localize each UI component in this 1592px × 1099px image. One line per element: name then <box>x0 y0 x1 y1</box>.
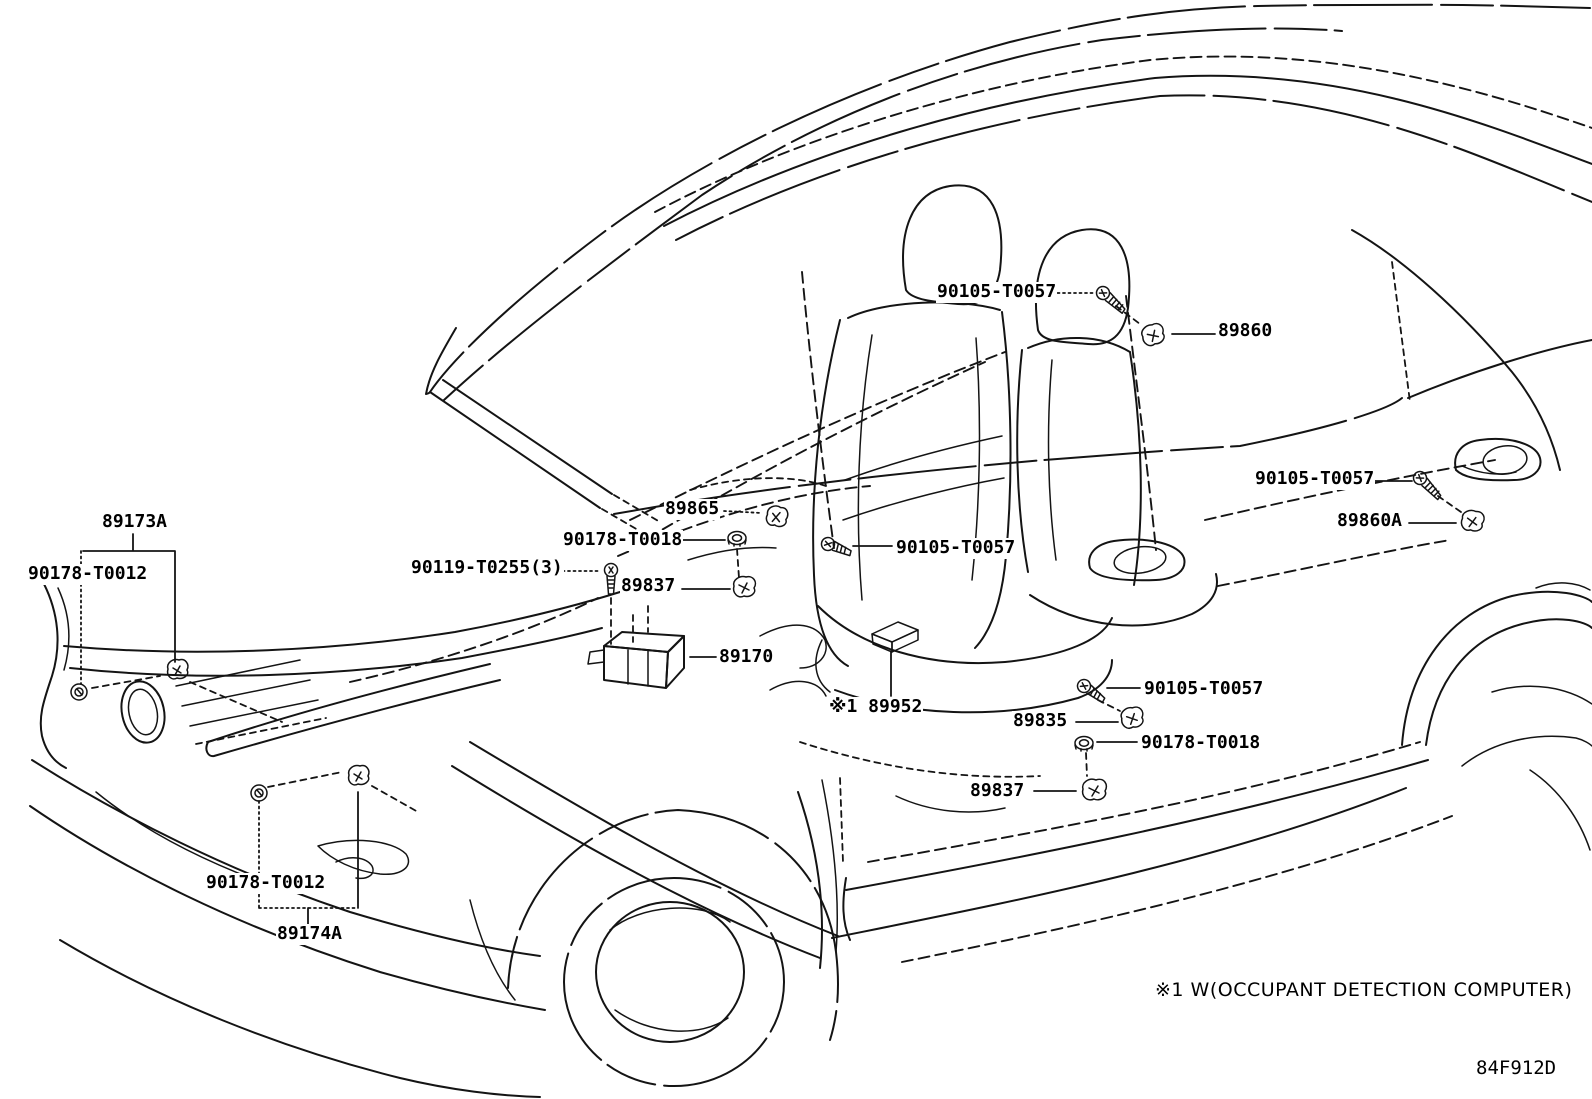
part-label-90178-t0018-rocker: 90178-T0018 <box>1140 732 1262 754</box>
belt-line <box>613 397 1403 515</box>
c-pillar <box>1351 229 1561 471</box>
part-label-89837-front: 89837 <box>620 575 677 597</box>
seat-rail <box>799 741 1041 778</box>
sensor-icon-89835 <box>1120 706 1144 729</box>
part-label-89865: 89865 <box>664 498 721 520</box>
front-rim <box>595 901 745 1043</box>
part-icons <box>70 285 1485 802</box>
headlight-lower <box>205 679 501 758</box>
part-label-89170: 89170 <box>718 646 775 668</box>
hood-edge-1 <box>63 591 621 653</box>
part-label-90105-t0057-rear-door: 90105-T0057 <box>1254 468 1376 490</box>
part-label-90178-t0012-front: 90178-T0012 <box>27 563 149 585</box>
drawing-code: 84F912D <box>1476 1057 1557 1079</box>
clip-icon-front-upper <box>70 683 88 701</box>
leader-lines <box>80 292 1462 925</box>
sensor-icon-89860 <box>1141 322 1165 347</box>
clip-icon-front-lower <box>250 784 268 802</box>
fender-edge <box>39 583 67 769</box>
sensor-icon-89860a <box>1460 509 1485 532</box>
part-label-90105-t0057-roof: 90105-T0057 <box>936 281 1058 303</box>
occupant-computer-icon-89952 <box>871 621 919 653</box>
rear-seat <box>1016 228 1218 627</box>
screw-icon-pillar-lower <box>1076 678 1106 704</box>
sensor-icon-89173a <box>166 658 189 680</box>
part-label-89860: 89860 <box>1217 320 1274 342</box>
roof-rail-3 <box>675 94 1592 241</box>
roof-inner-line <box>443 27 1343 401</box>
part-label-90105-t0057-pillar: 90105-T0057 <box>1143 678 1265 700</box>
front-tire <box>563 877 785 1087</box>
b-pillar <box>1125 295 1157 551</box>
sensor-icon-89837-rocker <box>1081 778 1108 801</box>
rear-door-handle <box>1454 438 1542 482</box>
part-label-89173a: 89173A <box>101 511 169 533</box>
screw-icon-roof <box>1095 285 1126 314</box>
footnote: ※1 W(OCCUPANT DETECTION COMPUTER) <box>1155 979 1573 1001</box>
bumper-bottom <box>59 939 541 1098</box>
fender-liner <box>797 791 823 969</box>
screw-icon-seat <box>820 536 852 557</box>
part-label-90105-t0057-seat: 90105-T0057 <box>895 537 1017 559</box>
toyota-emblem <box>120 680 166 744</box>
part-label-90178-t0012-lower: 90178-T0012 <box>205 872 327 894</box>
screw-icon-rear-door <box>1412 470 1442 501</box>
rear-wheel-arch <box>1401 590 1592 746</box>
sensor-icon-89174a <box>347 764 370 786</box>
front-seat <box>812 184 1113 714</box>
rocker-panel <box>831 741 1453 963</box>
part-label-89860a: 89860A <box>1336 510 1404 532</box>
front-door-edge <box>801 271 835 549</box>
roof-rail-1 <box>654 55 1592 213</box>
part-label-89952: ※1 89952 <box>828 696 924 718</box>
front-door-handle <box>1088 538 1186 582</box>
bumper-line-1 <box>31 759 541 957</box>
front-wheel-arch <box>507 809 839 1041</box>
part-label-89835: 89835 <box>1012 710 1069 732</box>
hood-seam <box>349 597 599 683</box>
vehicle-line-art <box>29 3 1592 1098</box>
part-label-89837-rocker: 89837 <box>969 780 1026 802</box>
part-label-89174a: 89174A <box>276 923 344 945</box>
part-label-90119-t0255: 90119-T0255(3) <box>410 557 564 579</box>
a-pillar-inner <box>442 379 613 495</box>
roof-edge-line <box>429 3 1591 393</box>
door-opening-1 <box>469 741 839 937</box>
rear-headrest <box>1034 228 1131 346</box>
nut-icon-rocker <box>1074 735 1094 752</box>
door-opening-2 <box>451 765 821 959</box>
sensor-icon-89865 <box>765 505 789 528</box>
nut-icon-front <box>727 530 747 547</box>
door-crease <box>1204 459 1496 521</box>
fog-lamp <box>317 839 410 875</box>
dash-pad <box>689 477 827 491</box>
part-label-90178-t0018-front: 90178-T0018 <box>562 529 684 551</box>
quarter-window-divider <box>1391 261 1411 403</box>
rear-sill-line <box>1407 339 1592 399</box>
bumper-line-2 <box>29 805 546 1011</box>
roof-rail-2 <box>663 74 1592 227</box>
a-pillar-outer <box>425 327 601 509</box>
headlight-upper <box>207 663 491 743</box>
airbag-ecu-icon-89170 <box>587 631 685 689</box>
sensor-icon-89837-front <box>732 575 757 598</box>
front-wheel <box>469 779 839 1087</box>
rear-wheel <box>1401 582 1592 851</box>
screw-icon-floor <box>603 562 619 595</box>
